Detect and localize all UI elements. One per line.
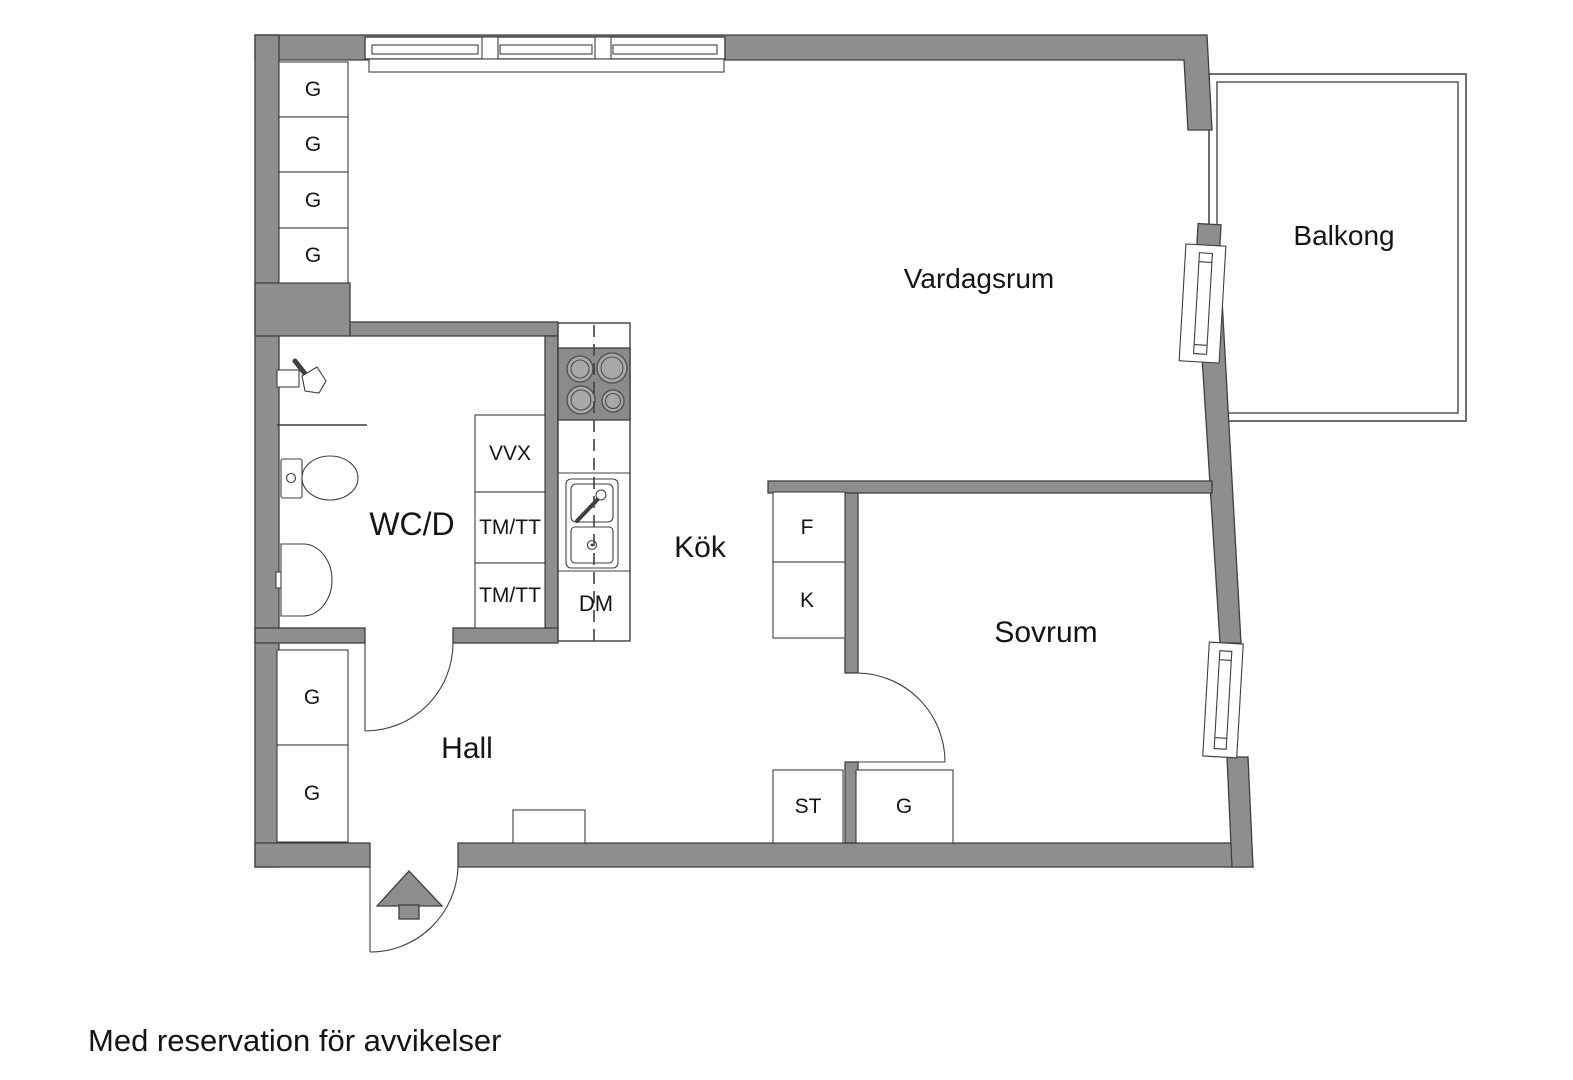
burner-ring [604, 392, 622, 410]
window-bedroom [1202, 641, 1244, 759]
window-top-pane-1 [371, 44, 479, 55]
wall-wcd-east [544, 335, 559, 642]
water-heater-box [474, 414, 546, 493]
entrance-arrow [375, 870, 444, 920]
hall-wardrobe-box [276, 649, 349, 746]
wardrobe-label: G [305, 133, 321, 156]
washbasin-bowl [280, 543, 333, 617]
wall-bottom-left [254, 842, 371, 868]
shower-valve-icon [276, 369, 300, 388]
hall-wardrobe-label: G [304, 686, 320, 709]
hall-wardrobe-box [276, 744, 349, 843]
wardrobe-label: G [305, 244, 321, 267]
sink-faucet [595, 489, 607, 501]
room-label-bathroom: WC/D [369, 506, 454, 542]
sink-drain-dot [590, 543, 594, 547]
window-top-sill [368, 58, 725, 73]
wardrobe-box [278, 116, 349, 173]
balcony: Balkong [1208, 73, 1467, 422]
toilet [280, 455, 359, 501]
wall-right-lower [1226, 756, 1254, 868]
wardrobe-box [278, 171, 349, 229]
wall-bottom-right [457, 842, 1255, 868]
wall-block-left [254, 282, 351, 337]
window-balcony-bar-bottom [1194, 344, 1208, 346]
room-label-kitchen: Kök [674, 531, 727, 564]
window-bedroom-sash [1213, 650, 1233, 750]
wardrobe-stack-top: G G G G [278, 61, 349, 284]
washer-label: TM/TT [479, 516, 541, 539]
entrance-arrow-head [375, 870, 444, 907]
room-kitchen: F K Kök [674, 491, 846, 639]
storage-label: ST [795, 795, 822, 818]
burner-ring [600, 356, 624, 380]
window-balcony-cap [1196, 222, 1222, 247]
shower-handle-icon [292, 358, 309, 378]
storage-box [772, 769, 844, 844]
sink-drain [586, 539, 598, 551]
room-bathroom: VVX TM/TT TM/TT WC/D [275, 358, 546, 629]
window-top-pane-3 [612, 44, 718, 55]
room-label-hall: Hall [441, 732, 493, 765]
balcony-outer-rail [1208, 73, 1467, 422]
hall-wardrobe-label: G [304, 782, 320, 805]
wall-wcd-south-left [254, 627, 366, 644]
bedroom-wardrobe-label: G [896, 795, 912, 818]
stove [557, 347, 631, 421]
window-balcony-bar-top [1198, 261, 1212, 264]
room-label-living: Vardagsrum [904, 263, 1054, 294]
window-top-pane-2 [499, 44, 593, 55]
toilet-bowl [301, 455, 359, 501]
wall-wcd-north [349, 321, 559, 337]
dryer-box [474, 562, 546, 629]
washer-box [474, 491, 546, 564]
toilet-tank [280, 458, 303, 499]
window-bedroom-bar-top [1219, 659, 1232, 661]
bedroom-wardrobe-box [855, 769, 954, 844]
burner-ring [570, 359, 590, 379]
window-bedroom-bar-bottom [1214, 737, 1227, 739]
fridge-box [772, 491, 846, 563]
interior-walls [254, 282, 1213, 844]
kitchen-counter: DM [557, 322, 631, 642]
wall-bedroom-west [844, 492, 859, 674]
room-hall: G G Hall [276, 649, 586, 844]
hall-cabinet [512, 809, 586, 844]
room-label-bedroom: Sovrum [994, 616, 1097, 649]
window-top [364, 36, 726, 73]
window-balcony-door [1178, 222, 1227, 364]
doors [364, 642, 946, 953]
bedroom-door-swing [857, 672, 946, 763]
room-label-balcony: Balkong [1293, 220, 1394, 251]
dishwasher-label: DM [579, 591, 613, 616]
burner-ring [570, 389, 592, 411]
kitchen-sink [565, 478, 619, 569]
dryer-label: TM/TT [479, 584, 541, 607]
window-balcony-sash [1193, 252, 1213, 355]
toilet-flush-button [285, 472, 297, 484]
exterior-walls [254, 34, 1255, 868]
wall-left [254, 34, 280, 868]
window-top-frame [364, 36, 726, 60]
freezer-box [772, 561, 846, 639]
freezer-label: K [800, 589, 814, 612]
room-bedroom: ST G Sovrum [772, 616, 1098, 844]
bathroom-door-swing [364, 642, 454, 732]
wardrobe-box [278, 61, 349, 118]
wardrobe-box [278, 227, 349, 284]
water-heater-label: VVX [489, 442, 531, 465]
window-top-mullion-1 [481, 36, 499, 60]
wall-wcd-south-right [452, 627, 559, 644]
fridge-label: F [801, 516, 814, 539]
window-top-mullion-2 [594, 36, 612, 60]
washbasin [275, 543, 333, 617]
wall-bedroom-north [767, 480, 1213, 494]
wardrobe-label: G [305, 78, 321, 101]
entrance-arrow-stem [398, 904, 420, 920]
entrance-door-swing [369, 866, 459, 953]
shower-head-icon [301, 366, 327, 394]
wardrobe-label: G [305, 189, 321, 212]
footer-disclaimer: Med reservation för avvikelser [88, 1023, 502, 1058]
